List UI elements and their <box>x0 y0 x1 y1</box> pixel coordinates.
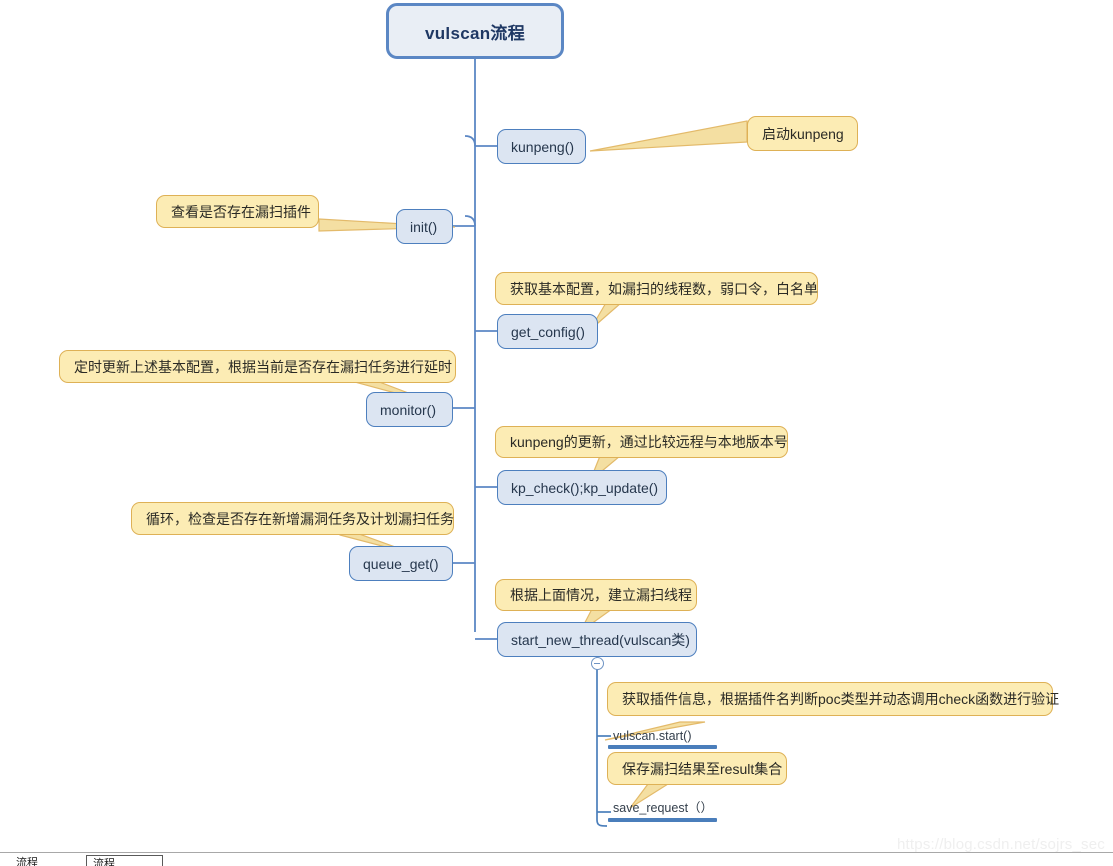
node-init[interactable]: init() <box>396 209 453 244</box>
node-kp-check-update[interactable]: kp_check();kp_update() <box>497 470 667 505</box>
node-start-new-thread[interactable]: start_new_thread(vulscan类) <box>497 622 697 657</box>
node-monitor[interactable]: monitor() <box>366 392 453 427</box>
leaf-underline-vulscan-start <box>608 745 717 749</box>
node-get-config[interactable]: get_config() <box>497 314 598 349</box>
note-kunpeng[interactable]: 启动kunpeng <box>747 116 858 151</box>
bottom-tab-strip: 流程 流程 <box>0 852 1113 866</box>
minus-circle-icon[interactable] <box>591 657 604 670</box>
tab-flow-1[interactable]: 流程 <box>10 855 86 866</box>
note-label: 查看是否存在漏扫插件 <box>171 203 311 220</box>
root-node-label: vulscan流程 <box>424 23 525 43</box>
node-label: kp_check();kp_update() <box>511 479 659 496</box>
leaf-underline-save-request <box>608 818 717 822</box>
note-label: 启动kunpeng <box>762 125 844 142</box>
node-label: init() <box>410 218 438 235</box>
note-save-request[interactable]: 保存漏扫结果至result集合 <box>607 752 787 785</box>
node-label: kunpeng() <box>511 138 575 155</box>
note-label: kunpeng的更新，通过比较远程与本地版本号 <box>510 434 788 450</box>
note-vulscan-start[interactable]: 获取插件信息，根据插件名判断poc类型并动态调用check函数进行验证 <box>607 682 1059 716</box>
note-queue-get[interactable]: 循环，检查是否存在新增漏洞任务及计划漏扫任务 <box>131 502 454 535</box>
leaf-save-request[interactable]: save_request（） <box>613 797 713 819</box>
note-monitor[interactable]: 定时更新上述基本配置，根据当前是否存在漏扫任务进行延时 <box>59 350 456 383</box>
leaf-vulscan-start[interactable]: vulscan.start() <box>613 724 692 746</box>
note-label: 获取插件信息，根据插件名判断poc类型并动态调用check函数进行验证 <box>622 691 1060 707</box>
node-queue-get[interactable]: queue_get() <box>349 546 453 581</box>
note-label: 获取基本配置，如漏扫的线程数，弱口令，白名单 <box>510 280 818 297</box>
note-label: 循环，检查是否存在新增漏洞任务及计划漏扫任务 <box>146 510 454 527</box>
note-start-new-thread[interactable]: 根据上面情况，建立漏扫线程 <box>495 579 697 611</box>
tab-label: 流程 <box>93 857 115 866</box>
note-get-config[interactable]: 获取基本配置，如漏扫的线程数，弱口令，白名单 <box>495 272 818 305</box>
node-label: monitor() <box>380 401 437 418</box>
node-label: get_config() <box>511 323 585 340</box>
note-label: 保存漏扫结果至result集合 <box>622 760 783 777</box>
note-label: 定时更新上述基本配置，根据当前是否存在漏扫任务进行延时 <box>74 358 452 375</box>
node-kunpeng[interactable]: kunpeng() <box>497 129 586 164</box>
note-init[interactable]: 查看是否存在漏扫插件 <box>156 195 319 228</box>
note-kp-check-update[interactable]: kunpeng的更新，通过比较远程与本地版本号 <box>495 426 788 458</box>
note-label: 根据上面情况，建立漏扫线程 <box>510 587 692 603</box>
tab-label: 流程 <box>16 857 38 866</box>
watermark: https://blog.csdn.net/sojrs_sec <box>897 836 1105 853</box>
node-label: start_new_thread(vulscan类) <box>511 631 690 648</box>
node-label: queue_get() <box>363 555 439 572</box>
leaf-label: save_request（） <box>613 801 714 815</box>
tab-flow-2[interactable]: 流程 <box>86 855 163 866</box>
leaf-label: vulscan.start() <box>613 729 692 743</box>
root-node[interactable]: vulscan流程 <box>386 3 564 59</box>
